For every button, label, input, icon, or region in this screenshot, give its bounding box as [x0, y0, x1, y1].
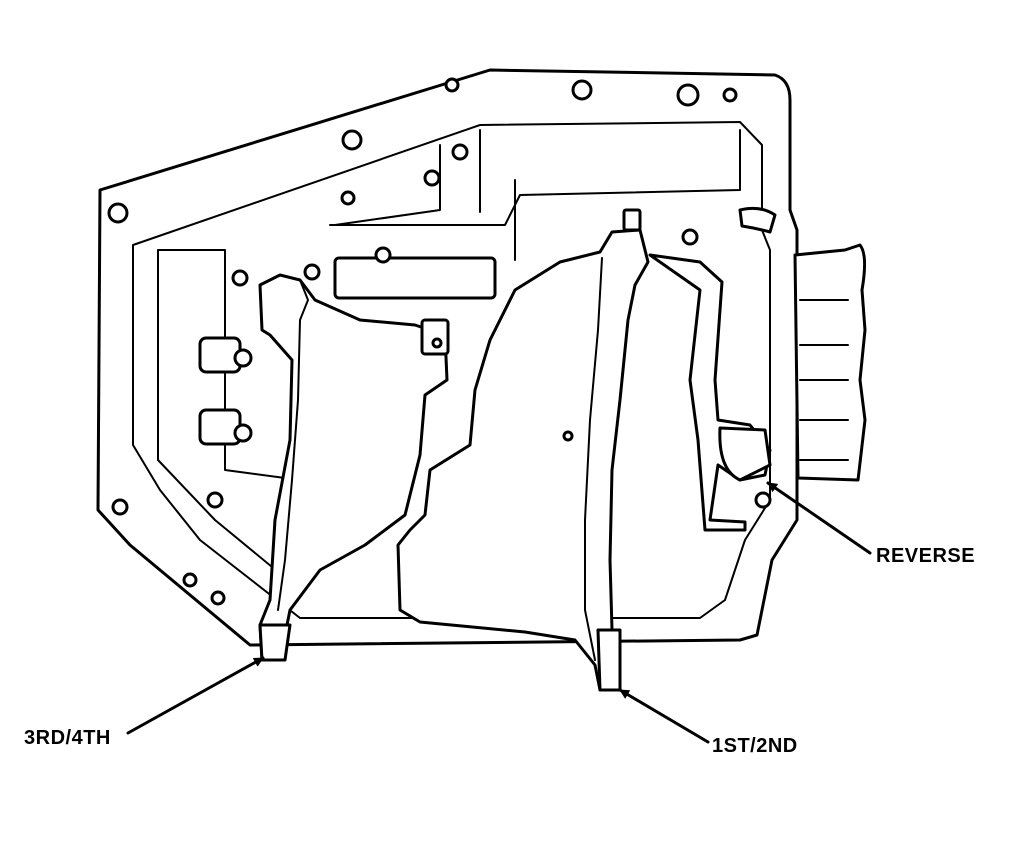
1st-2nd-leader-arrow — [618, 688, 710, 744]
bolt-hole — [423, 169, 441, 187]
rail-end-hole — [303, 263, 321, 281]
1st-2nd-label: 1ST/2ND — [712, 735, 798, 757]
bolt-hole — [451, 143, 469, 161]
bolt-hole — [722, 87, 738, 103]
fork-screw — [562, 430, 574, 442]
reverse-leader-arrow — [766, 481, 872, 555]
top-ridge — [329, 129, 741, 226]
rear-web — [334, 129, 516, 261]
1st-2nd-fork-foot — [596, 628, 622, 692]
bolt-hole — [754, 491, 772, 509]
reverse-lever — [738, 206, 777, 234]
3rd-4th-fork-tab — [420, 318, 450, 356]
bolt-hole — [676, 83, 700, 107]
3rd-4th-fork-foot — [258, 623, 292, 662]
bolt-hole — [182, 572, 198, 588]
bolt-hole — [571, 79, 593, 101]
bolt-hole — [107, 202, 129, 224]
rail-end-hole — [233, 348, 253, 368]
3rd-4th-leader-arrow — [126, 656, 265, 735]
fork-screw — [431, 337, 443, 349]
bolt-hole — [206, 491, 224, 509]
bolt-hole — [341, 129, 363, 151]
output-shaft-extension — [793, 243, 867, 482]
bolt-hole — [444, 77, 460, 93]
reverse-shift-fork — [648, 253, 772, 532]
bolt-hole — [340, 190, 356, 206]
1st-2nd-fork-flange — [584, 257, 603, 661]
rail-boss — [198, 408, 242, 446]
bolt-hole — [681, 228, 699, 246]
3rd-4th-fork-flange — [277, 279, 309, 611]
housing-inner-rim — [132, 121, 771, 619]
rail-end-hole — [374, 246, 392, 264]
bolt-hole — [231, 269, 249, 287]
bolt-hole — [210, 590, 226, 606]
rail-end-hole — [233, 423, 253, 443]
3rd-4th-label: 3RD/4TH — [24, 727, 111, 749]
1st-2nd-fork-stud — [622, 208, 642, 232]
output-shaft-grooves — [799, 299, 849, 461]
3rd-4th-shift-fork — [258, 273, 449, 662]
shift-rail-upper — [333, 256, 497, 300]
bolt-hole — [111, 498, 129, 516]
reverse-label: REVERSE — [876, 545, 976, 567]
reverse-fork-pad — [718, 426, 772, 482]
